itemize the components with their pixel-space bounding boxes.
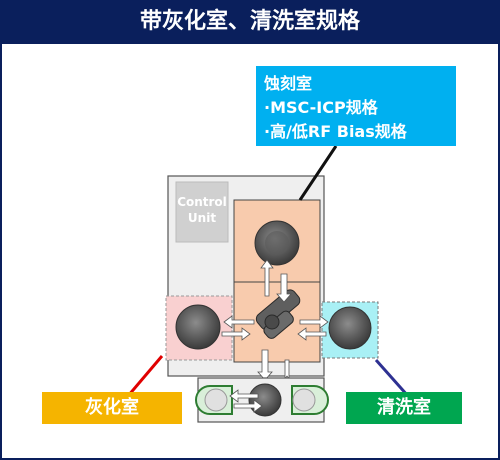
ashing-wafer-stage <box>175 304 221 350</box>
cleaning-wafer-stage <box>328 306 372 350</box>
control-unit-label-1: Control <box>177 195 227 209</box>
callout-line-3: ·高/低RF Bias规格 <box>264 122 407 141</box>
loadlock-right-wafer <box>292 388 316 412</box>
callout-line-2: ·MSC-ICP规格 <box>264 98 378 117</box>
cleaning-leader-line <box>374 359 410 397</box>
ashing-chamber-label: 灰化室 <box>42 392 182 424</box>
etch-wafer-center <box>265 231 289 255</box>
etch-chamber-callout: 蚀刻室 ·MSC-ICP规格 ·高/低RF Bias规格 <box>256 66 456 146</box>
page-title: 带灰化室、清洗室规格 <box>139 9 360 34</box>
loadlock-arrows <box>229 389 263 413</box>
transfer-robot <box>255 289 301 339</box>
control-unit-label-2: Unit <box>188 211 216 225</box>
loadlock-left-wafer <box>204 388 228 412</box>
title-bar: 带灰化室、清洗室规格 <box>0 0 500 44</box>
etch-leader-line <box>298 145 338 201</box>
control-unit <box>175 181 229 243</box>
transfer-arrows <box>221 259 329 385</box>
ashing-leader-line <box>126 355 164 397</box>
cleaning-chamber-label: 清洗室 <box>346 392 462 424</box>
callout-line-1: 蚀刻室 <box>264 74 313 93</box>
